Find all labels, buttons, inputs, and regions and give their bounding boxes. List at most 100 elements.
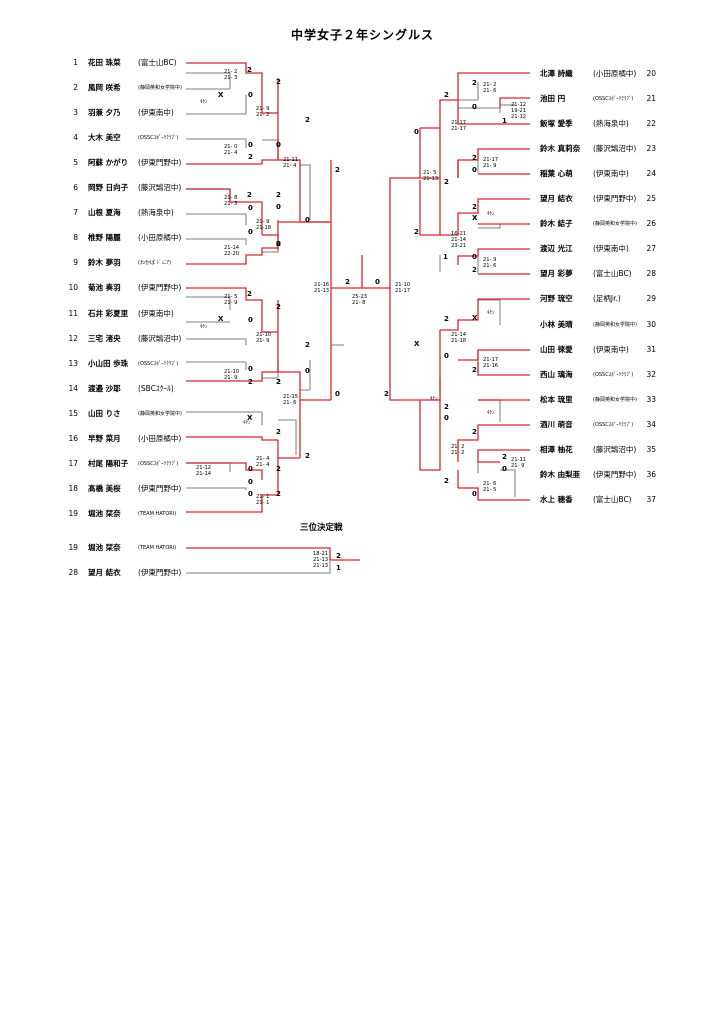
result-mark: 0 [414,128,419,136]
player-num: 15 [68,408,78,418]
player-num: 1 [73,58,78,67]
result-mark: 2 [384,390,389,398]
score-text: 21-17 21-16 [483,357,499,369]
player-num: 37 [646,494,656,504]
player-num: 13 [68,358,78,368]
score-text: 21-12 21-14 [196,465,212,477]
player-club: (OSSCｽﾎﾟｰﾂｸﾗﾌﾞ) [593,371,634,378]
result-mark: 2 [276,78,281,86]
player-club: (小田原橘中) [138,433,182,443]
result-mark: 0 [248,465,253,473]
player-num: 19 [68,543,78,552]
player-club: (小田原橘中) [593,69,637,78]
result-mark: 0 [276,141,281,149]
withdrawal-note: ｷｹﾝ [243,420,251,426]
result-mark: 2 [276,378,281,386]
score-text: 21-17 21- 9 [483,157,499,169]
player-num: 26 [646,219,656,229]
player-name: 河野 琉空 [540,294,573,304]
player-club: (藤沢鵠沼中) [593,144,637,154]
result-mark: 2 [248,153,253,161]
player-name: 池田 円 [540,94,566,104]
result-mark: 2 [247,191,252,199]
player-name: 小林 美晴 [540,319,573,329]
player-num: 21 [646,94,656,104]
player-num: 11 [68,308,78,318]
player-club: (伊東門野中) [138,158,182,168]
result-mark: 0 [248,141,253,149]
player-club: (静岡英和女学院中) [138,410,182,417]
result-mark: 2 [276,465,281,473]
score-text: 16-21 21-14 23-21 [451,231,467,249]
score-text: 21- 4 21- 4 [256,456,270,468]
result-mark: 0 [248,365,253,373]
player-num: 20 [646,69,656,78]
player-num: 31 [646,344,656,354]
withdrawal-note: ｷｹﾝ [200,324,208,330]
player-name: 村尾 陽和子 [88,458,129,468]
result-mark: 2 [276,428,281,436]
result-mark: 1 [502,117,507,125]
player-name: 望月 結衣 [88,568,121,577]
result-mark: 2 [276,240,281,248]
player-name: 阿蘇 かがり [88,158,129,168]
result-mark: 2 [335,166,340,174]
player-num: 4 [73,133,78,143]
player-club: (富士山BC) [138,58,177,67]
withdrawal-note: ｷｹﾝ [487,310,495,316]
player-num: 27 [646,244,656,254]
result-mark: 2 [502,453,507,461]
score-text: 21-11 21- 4 [283,157,299,169]
score-text: 21-10 21-17 [395,282,411,294]
player-club: (藤沢鵠沼中) [138,183,182,193]
player-num: 9 [73,258,78,268]
player-club: (TEAM HATORI) [138,545,177,551]
withdrawal-note: ｷｹﾝ [487,410,495,416]
player-club: (伊東門野中) [138,483,182,493]
player-name: 風岡 咲希 [88,83,121,93]
player-name: 山田 りさ [88,408,121,418]
result-mark: 0 [248,228,253,236]
result-mark: 2 [248,378,253,386]
result-mark: X [247,414,253,422]
player-name: 西山 璃海 [540,369,573,379]
player-name: 鈴木 結子 [540,219,573,229]
player-name: 石井 彩夏里 [88,308,129,318]
player-club: (TEAM HATORI) [138,510,177,517]
player-name: 渡邉 沙耶 [88,383,121,393]
player-name: 堀池 栞奈 [88,508,121,518]
player-num: 30 [646,319,656,329]
score-text: 21- 2 21- 6 [483,82,497,94]
final-winner-mark: 2 [345,278,350,286]
player-num: 25 [646,194,656,204]
result-mark: 2 [305,341,310,349]
player-name: 鈴木 夢羽 [88,258,121,268]
score-text: 21- 2 21- 3 [224,69,238,81]
result-mark: 2 [444,477,449,485]
score-text: 21-17 21-17 [451,120,467,132]
result-mark: 2 [305,116,310,124]
result-mark: X [472,314,478,322]
result-mark: 2 [444,315,449,323]
score-text: 21- 1 21- 1 [256,494,270,506]
result-mark: 2 [276,378,281,386]
result-mark: 0 [276,240,281,248]
player-num: 10 [68,283,78,293]
withdrawal-note: ｷｹﾝ [487,211,495,217]
